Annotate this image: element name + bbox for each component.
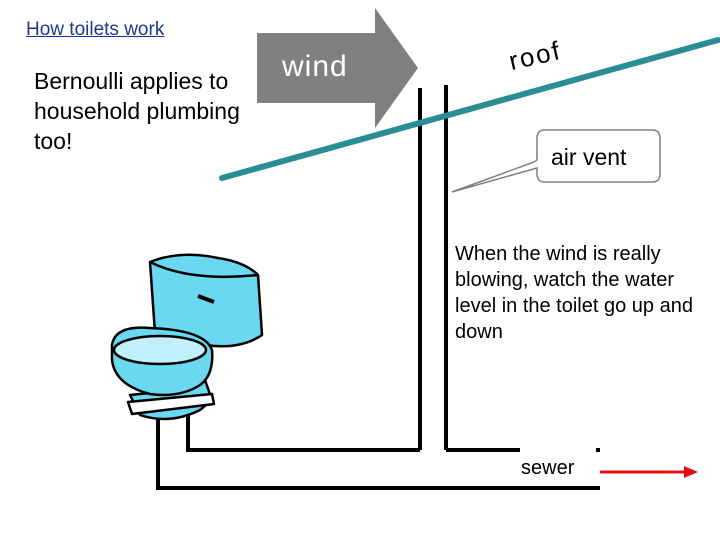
wind-label: wind [282, 50, 348, 83]
page-title: How toilets work [26, 19, 165, 40]
sewer-label: sewer [521, 457, 575, 479]
toilet-icon [110, 253, 264, 421]
air-vent-label: air vent [551, 144, 627, 170]
air-vent-callout [451, 129, 661, 193]
sewer-flow-arrow [600, 466, 698, 478]
wind-arrow [257, 8, 418, 128]
vent-pipe [418, 85, 448, 450]
sewer-pipe [156, 400, 600, 490]
wind-note: When the wind is really blowing, watch t… [455, 243, 693, 343]
roof-line [219, 37, 720, 181]
intro-text: Bernoulli applies to household plumbing … [34, 68, 240, 154]
